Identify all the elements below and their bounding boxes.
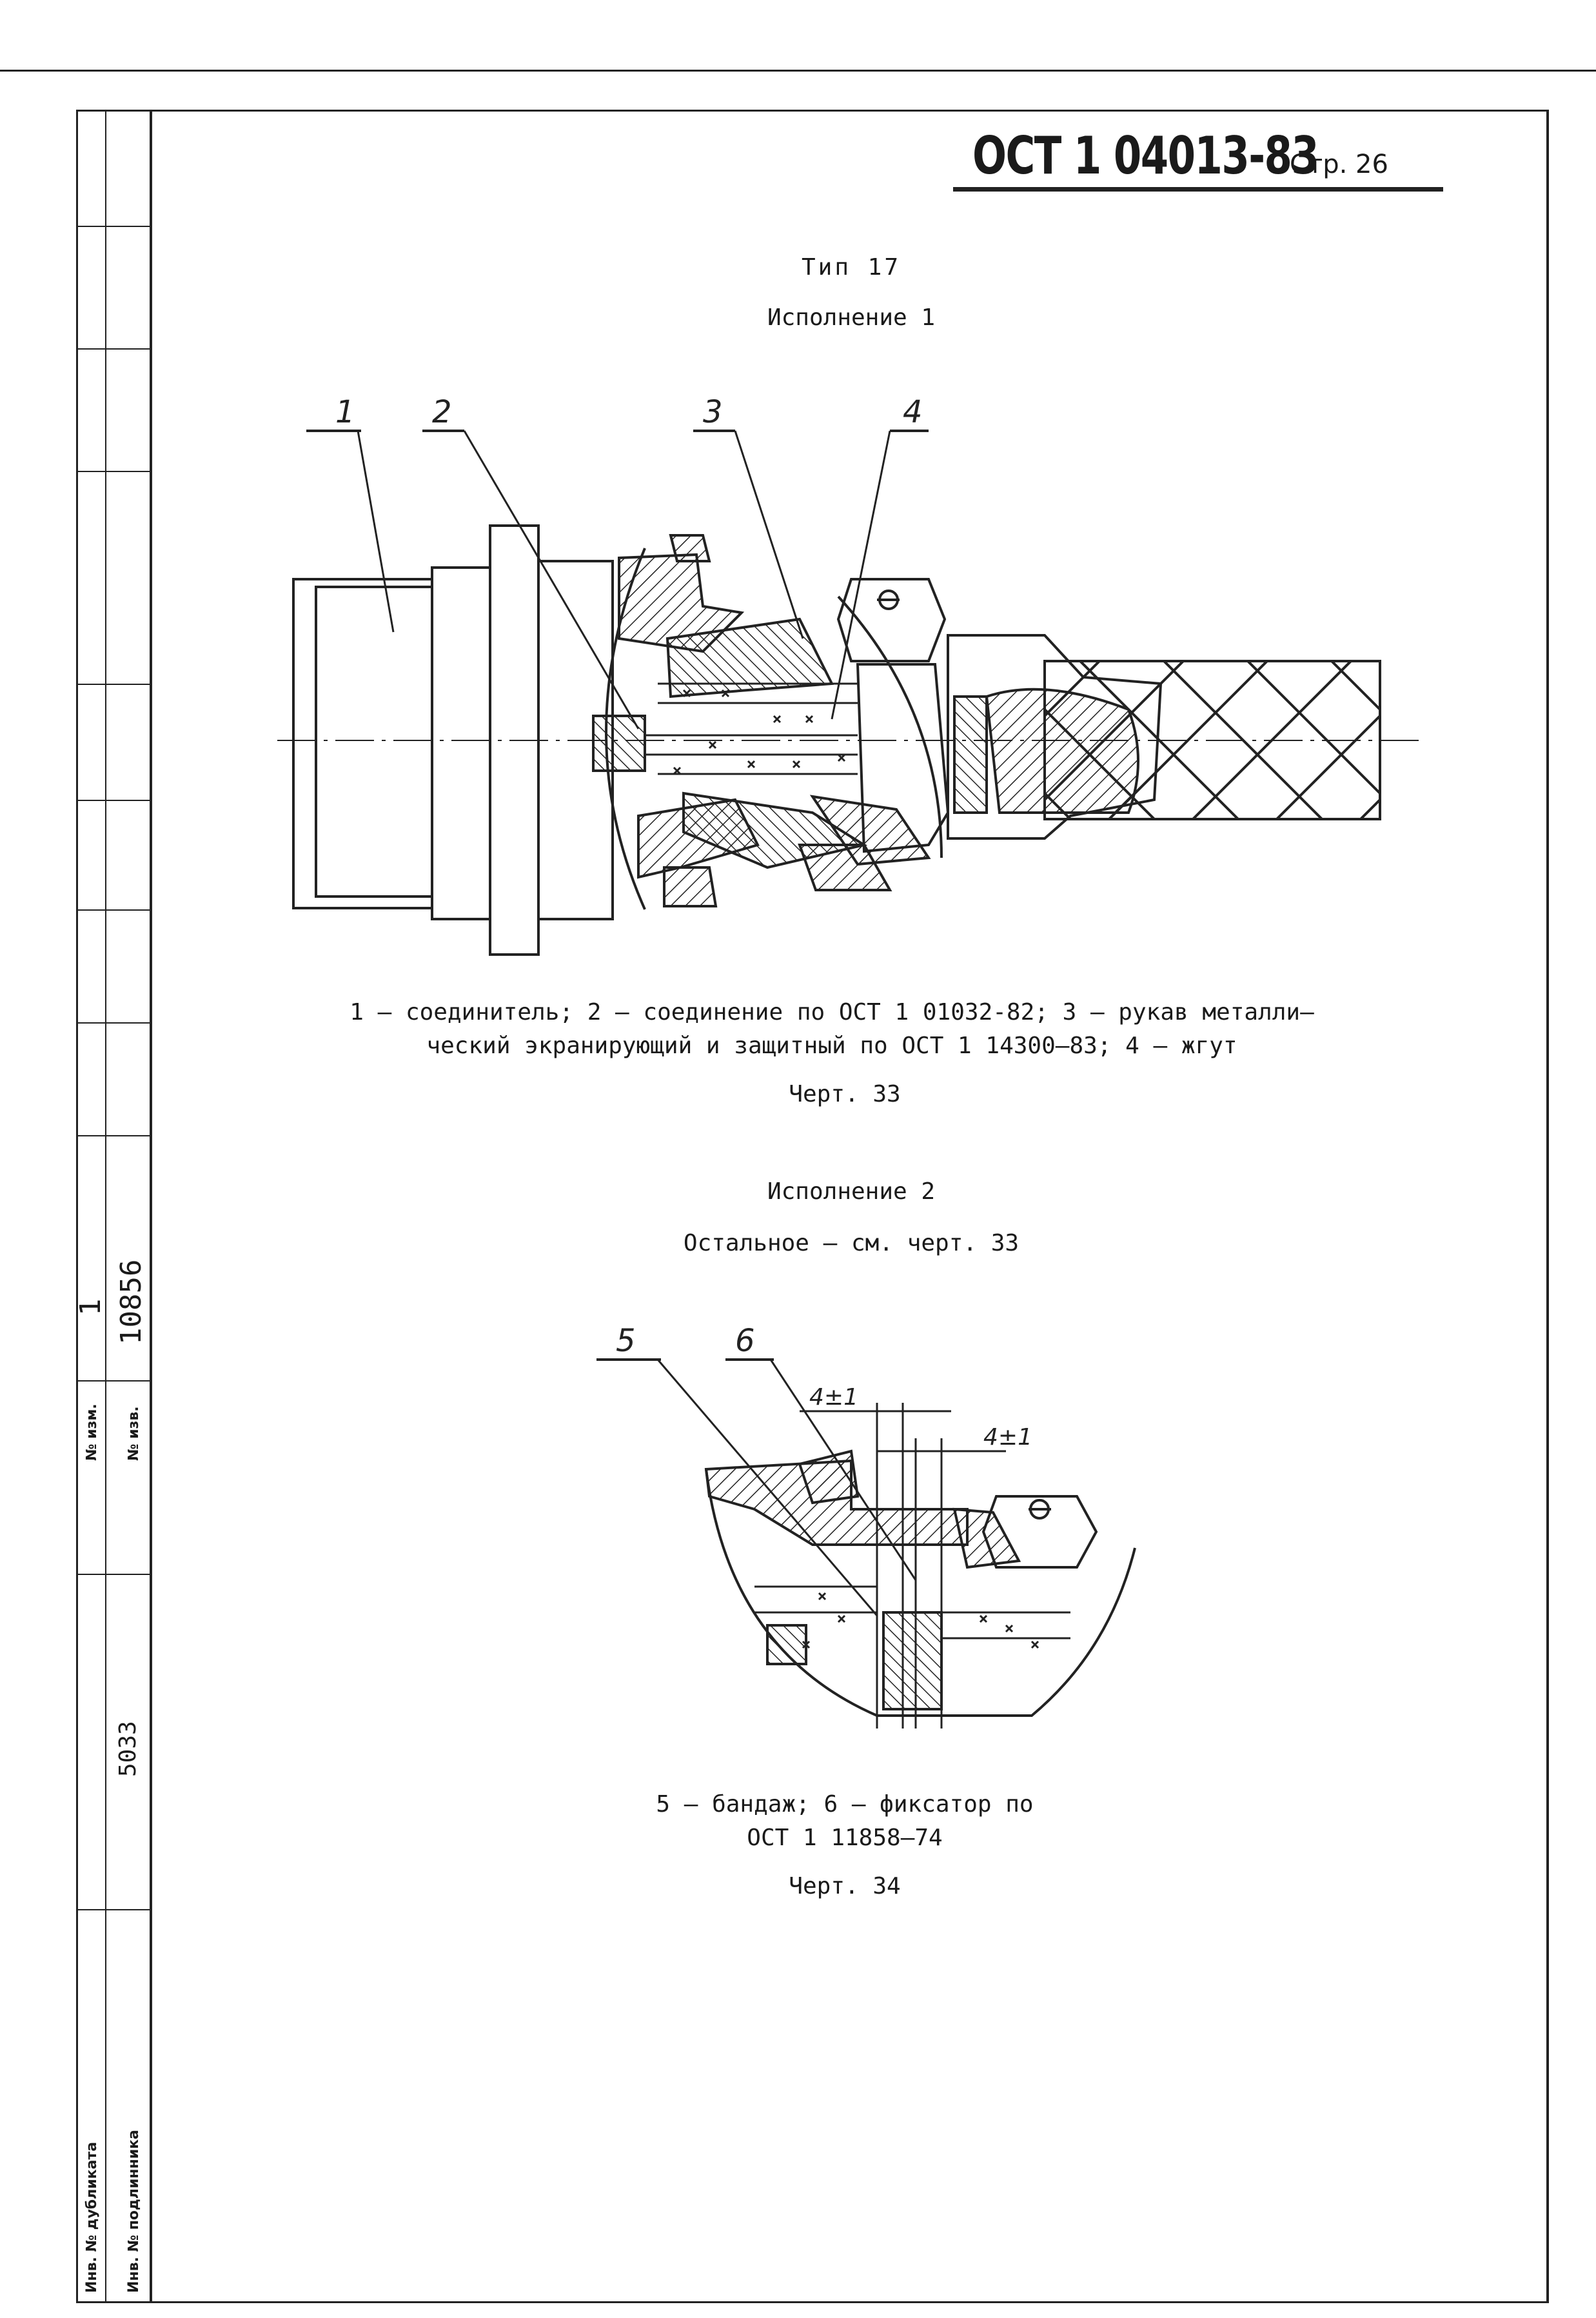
frame-right — [1546, 110, 1549, 2303]
stamp-rule — [76, 1380, 151, 1382]
variant2-note: Остальное – см. черт. 33 — [683, 1230, 1020, 1256]
callout-1: 1 — [335, 394, 355, 430]
notice-label: № изв. — [126, 1406, 142, 1461]
callout-6: 6 — [735, 1323, 755, 1359]
drawing-34: 5 6 4±1 4±1 — [596, 1323, 1136, 1729]
stamp-rule — [76, 1022, 151, 1024]
dup-label: Инв. № дубликата — [84, 2141, 100, 2293]
dimension-1: 4±1 — [809, 1384, 858, 1411]
inv-value: 5033 — [115, 1721, 141, 1777]
legend-34-line1: 5 – бандаж; 6 – фиксатор по — [656, 1791, 1034, 1818]
rev-value: 1 — [74, 1298, 107, 1316]
frame-bottom — [76, 2301, 1549, 2303]
callout-2: 2 — [432, 394, 452, 430]
stamp-rule — [76, 800, 151, 801]
stamp-rule — [76, 471, 151, 472]
dimension-2: 4±1 — [983, 1424, 1032, 1451]
variant2-title: Исполнение 2 — [767, 1178, 936, 1205]
frame-top — [76, 110, 1548, 112]
stamp-rule — [76, 226, 151, 227]
stamp-rule — [76, 348, 151, 350]
callout-3: 3 — [703, 394, 723, 430]
page-number: Стр. 26 — [1290, 150, 1388, 179]
variant1-title: Исполнение 1 — [767, 304, 936, 331]
drawing-34-caption: Черт. 34 — [789, 1873, 901, 1899]
callout-4: 4 — [903, 394, 923, 430]
frame-left-inner — [150, 110, 152, 2303]
document-code: ОСТ 1 04013-83 — [972, 126, 1319, 186]
stamp-rule — [76, 1574, 151, 1575]
drawing-33-caption: Черт. 33 — [789, 1081, 901, 1107]
frame-left-mid — [105, 110, 106, 2303]
notice-value: 10856 — [115, 1259, 148, 1345]
header-underline — [953, 187, 1443, 192]
callout-5: 5 — [616, 1323, 636, 1359]
type-title: Тип 17 — [801, 254, 901, 281]
legend-33-line2: ческий экранирующий и защитный по ОСТ 1 … — [426, 1033, 1237, 1059]
rev-label: № изм. — [84, 1403, 100, 1461]
frame-left-outer — [76, 110, 78, 2303]
stamp-rule — [76, 1135, 151, 1136]
legend-34-line2: ОСТ 1 11858–74 — [747, 1825, 943, 1851]
drawing-33: 1 2 3 4 — [277, 394, 1419, 956]
top-rule — [0, 70, 1596, 72]
legend-33-line1: 1 – соединитель; 2 – соединение по ОСТ 1… — [350, 999, 1314, 1025]
orig-label: Инв. № подлинника — [126, 2130, 142, 2293]
stamp-rule — [76, 909, 151, 911]
stamp-rule — [76, 684, 151, 685]
stamp-rule — [76, 1909, 151, 1910]
